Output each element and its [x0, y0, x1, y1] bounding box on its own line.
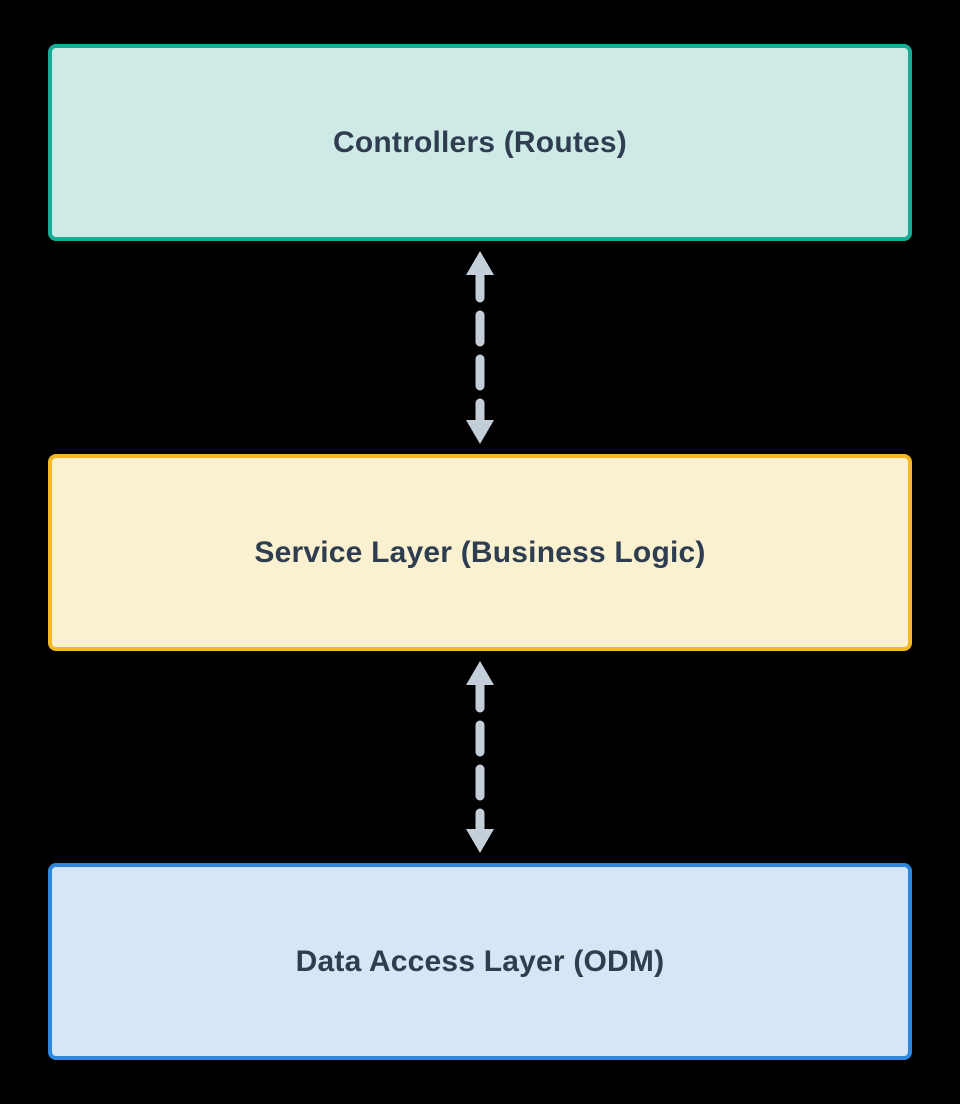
node-controllers: Controllers (Routes) — [48, 44, 912, 241]
node-controllers-label: Controllers (Routes) — [332, 125, 627, 159]
arrowhead-up-icon — [466, 251, 494, 275]
connector-controllers-service — [466, 251, 494, 444]
node-data-access-layer: Data Access Layer (ODM) — [48, 863, 912, 1060]
arrowhead-down-icon — [466, 420, 494, 444]
node-data-access-layer-label: Data Access Layer (ODM) — [295, 944, 665, 978]
connector-service-dataaccess — [466, 661, 494, 853]
arrowhead-down-icon — [466, 829, 494, 853]
arrowhead-up-icon — [466, 661, 494, 685]
node-service-layer-label: Service Layer (Business Logic) — [254, 535, 706, 569]
node-service-layer: Service Layer (Business Logic) — [48, 454, 912, 651]
